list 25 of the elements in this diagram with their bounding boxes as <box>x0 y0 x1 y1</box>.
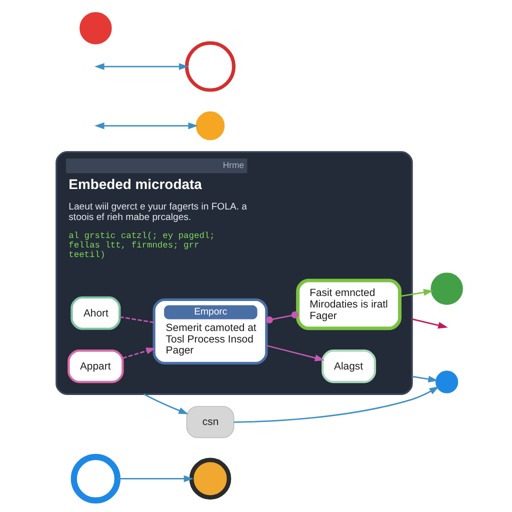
node-circle <box>196 110 225 140</box>
node-circle <box>430 272 463 304</box>
arrow <box>122 347 156 358</box>
node-circle <box>70 453 120 504</box>
arrow <box>412 375 438 382</box>
node-circle <box>189 457 232 500</box>
node-box: Appart <box>68 349 124 383</box>
arrow <box>400 288 434 296</box>
node-circle <box>436 370 458 393</box>
connector <box>266 310 298 323</box>
arrow <box>94 62 189 70</box>
connector <box>120 316 154 323</box>
node-box: Emporc Semerit camoted at Tosl Process Insod Pager <box>152 298 268 364</box>
node-circle <box>184 40 236 92</box>
arrow <box>118 474 194 482</box>
node-box: csn <box>186 405 234 438</box>
arrow <box>94 122 198 129</box>
arrow <box>234 386 440 422</box>
arrow <box>144 393 188 414</box>
node-circle <box>80 12 112 44</box>
node-box: Ahort <box>70 296 121 330</box>
arrow <box>412 318 448 328</box>
node-box: Fasit emncted Mirodaties is iratl Fager <box>296 278 402 330</box>
arrow <box>266 344 325 361</box>
node-box: Alagst <box>322 349 376 383</box>
